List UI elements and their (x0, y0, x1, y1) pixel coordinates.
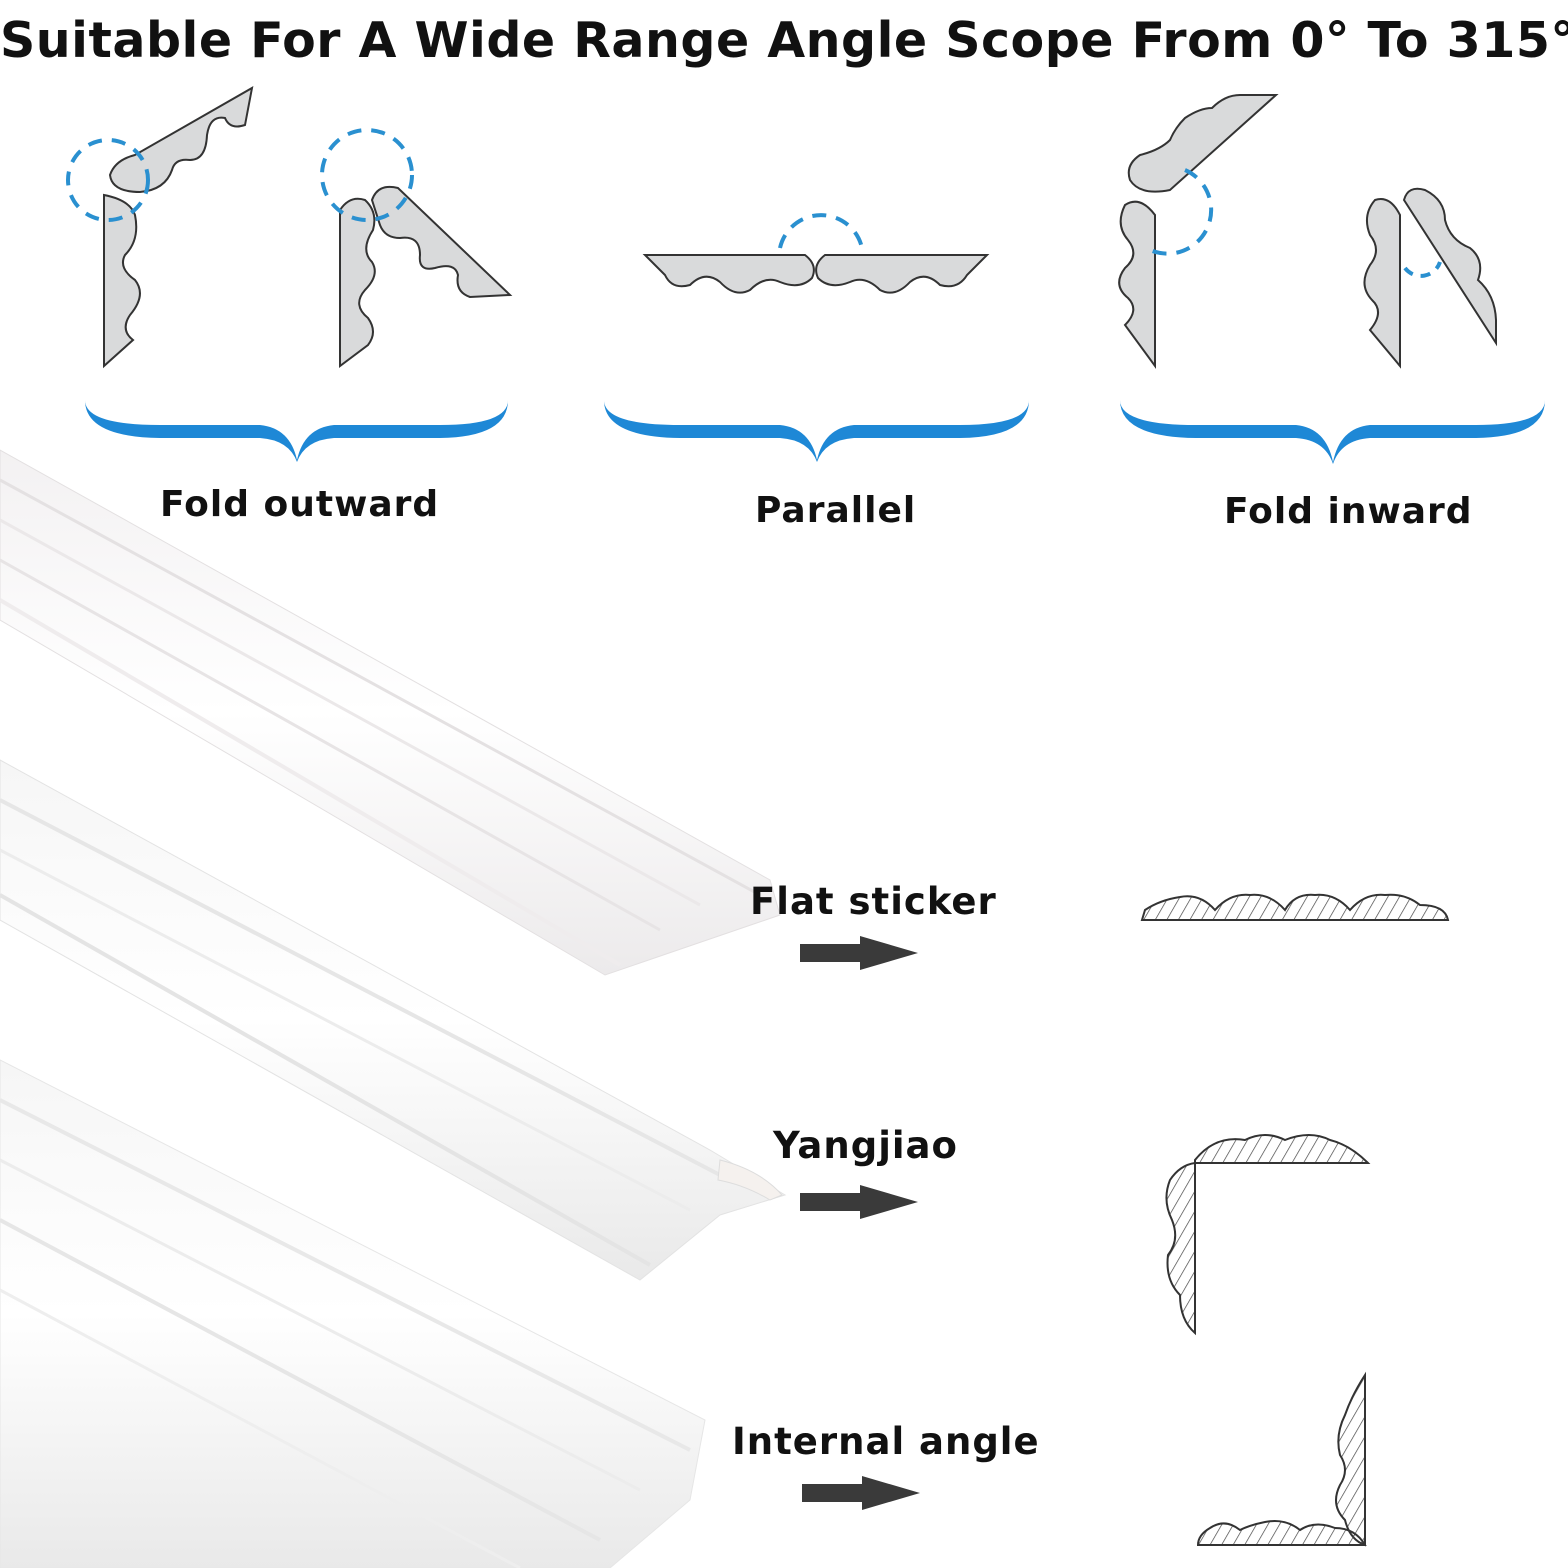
label-internal-angle: Internal angle (732, 1420, 1040, 1463)
fold-inward-icon-2 (1363, 187, 1497, 369)
fold-outward-icon-1 (66, 86, 254, 369)
parallel-icon (642, 213, 990, 294)
label-fold-outward: Fold outward (160, 484, 440, 525)
page-title: Suitable For A Wide Range Angle Scope Fr… (0, 12, 1568, 69)
strip-yangjiao-product (0, 759, 787, 1281)
label-yangjiao: Yangjiao (773, 1124, 958, 1167)
label-parallel: Parallel (755, 490, 917, 531)
flat-sticker-section (1140, 893, 1450, 921)
brace-inward (1120, 400, 1545, 464)
internal-angle-section (1196, 1371, 1367, 1547)
strip-internal-product (0, 1059, 706, 1568)
arrow-flat-icon (800, 936, 918, 970)
arrow-internal-icon (802, 1476, 920, 1510)
yangjiao-section (1165, 1134, 1371, 1336)
fold-outward-icon-2 (320, 128, 513, 368)
strip-flat-product (0, 449, 781, 976)
label-flat-sticker: Flat sticker (750, 880, 997, 923)
label-fold-inward: Fold inward (1224, 491, 1473, 532)
brace-outward (85, 400, 508, 462)
arrow-yangjiao-icon (800, 1185, 918, 1219)
fold-inward-icon-1 (1118, 94, 1279, 370)
brace-parallel (604, 400, 1029, 462)
